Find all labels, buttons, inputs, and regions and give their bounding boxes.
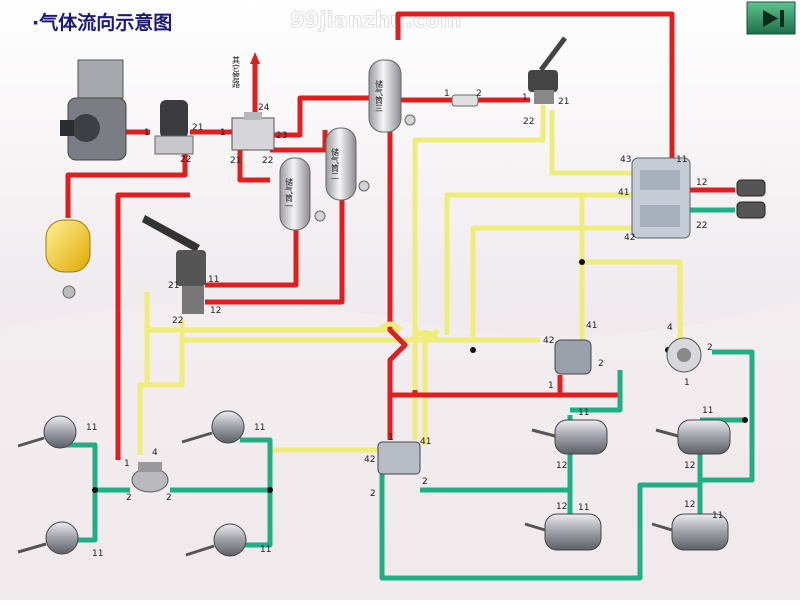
port-label: 24 — [258, 103, 270, 113]
port-label: 1 — [522, 93, 528, 103]
tank-1-label: 储气筒一 — [285, 177, 294, 210]
port-label: 1 — [220, 128, 226, 138]
next-slide-button[interactable] — [746, 1, 796, 35]
port-label: 42 — [364, 455, 375, 465]
port-label: 22 — [172, 316, 183, 326]
port-label: 2 — [598, 359, 604, 369]
spring-brake-chamber-middle-left — [531, 419, 608, 455]
port-label: 1 — [124, 459, 130, 469]
auxiliary-tank — [45, 219, 91, 299]
pipe-crossover-humps — [378, 321, 440, 342]
port-label: 11 — [92, 549, 103, 559]
port-label: 41 — [618, 188, 629, 198]
port-label: 11 — [712, 511, 723, 521]
port-label: 11 — [254, 423, 265, 433]
middle-relay-valve — [377, 441, 421, 475]
air-tank-1: 储气筒一 — [279, 157, 311, 231]
port-label: 42 — [543, 336, 554, 346]
port-label: 41 — [420, 437, 431, 447]
port-label: 11 — [578, 408, 589, 418]
play-next-icon-bar — [780, 10, 784, 27]
air-dryer — [154, 100, 194, 155]
other-circuit-label: 其它管路 — [232, 56, 241, 88]
other-circuit-arrow: 其它管路 — [232, 52, 260, 88]
drain-valves — [314, 114, 416, 222]
port-label: 12 — [556, 461, 567, 471]
port-label: 2 — [166, 493, 172, 503]
relay-valve-front — [131, 462, 169, 493]
slide-title: ·气体流向示意图 — [32, 11, 172, 34]
port-label: 1 — [444, 89, 450, 99]
control-lines — [137, 105, 683, 455]
port-label: 1 — [548, 381, 554, 391]
port-label: 23 — [276, 131, 287, 141]
spring-brake-chamber-bottom-right — [651, 513, 729, 551]
port-label: 11 — [702, 406, 713, 416]
port-label: 22 — [180, 155, 191, 165]
port-label: 1 — [144, 128, 150, 138]
port-label: 43 — [620, 155, 631, 165]
port-label: 2 — [422, 477, 428, 487]
port-label: 1 — [388, 433, 394, 443]
check-valve — [451, 94, 479, 107]
port-label: 41 — [586, 321, 597, 331]
port-label: 12 — [556, 502, 567, 512]
port-label: 11 — [676, 155, 687, 165]
brake-chamber-front-left-1 — [17, 415, 77, 449]
brake-chamber-front-left-2 — [17, 521, 79, 555]
port-label: 22 — [696, 221, 707, 231]
port-label: 11 — [86, 423, 97, 433]
port-label: 22 — [523, 117, 534, 127]
air-tank-2: 储气筒二 — [325, 127, 357, 201]
tank-3-label: 储气筒三 — [375, 79, 384, 112]
relay-valve-rear — [554, 339, 592, 375]
foot-brake-valve — [142, 215, 206, 314]
tank-2-label: 储气筒二 — [331, 147, 340, 180]
spring-brake-chamber-bottom-left — [524, 513, 602, 551]
port-label: 42 — [624, 233, 635, 243]
brake-chamber-front-right-1 — [181, 410, 245, 444]
port-label: 21 — [168, 281, 179, 291]
quick-release-valve — [666, 337, 702, 373]
port-label: 22 — [262, 156, 273, 166]
port-label: 2 — [707, 343, 713, 353]
port-label: 21 — [230, 156, 241, 166]
port-label: 1 — [684, 378, 690, 388]
port-label: 12 — [684, 500, 695, 510]
port-label: 11 — [578, 503, 589, 513]
brake-chamber-front-right-2 — [185, 523, 247, 557]
port-label: 11 — [208, 275, 219, 285]
air-tank-3: 储气筒三 — [368, 59, 402, 133]
play-next-icon — [763, 10, 778, 27]
trailer-coupling-heads — [736, 179, 766, 219]
port-label: 21 — [192, 123, 203, 133]
hand-brake-valve — [528, 36, 567, 104]
port-label: 4 — [152, 448, 158, 458]
port-label: 12 — [210, 306, 221, 316]
port-label: 2 — [126, 493, 132, 503]
port-label: 4 — [667, 323, 673, 333]
four-circuit-protection-valve — [231, 112, 275, 151]
air-compressor — [60, 59, 127, 161]
port-label: 21 — [558, 97, 569, 107]
port-label: 2 — [370, 489, 376, 499]
supply-lines — [65, 11, 735, 460]
port-label: 11 — [260, 545, 271, 555]
port-label: 12 — [696, 178, 707, 188]
trailer-control-valve — [631, 157, 691, 239]
port-label: 12 — [684, 461, 695, 471]
port-label: 2 — [476, 89, 482, 99]
spring-brake-chamber-middle-right — [655, 419, 731, 455]
